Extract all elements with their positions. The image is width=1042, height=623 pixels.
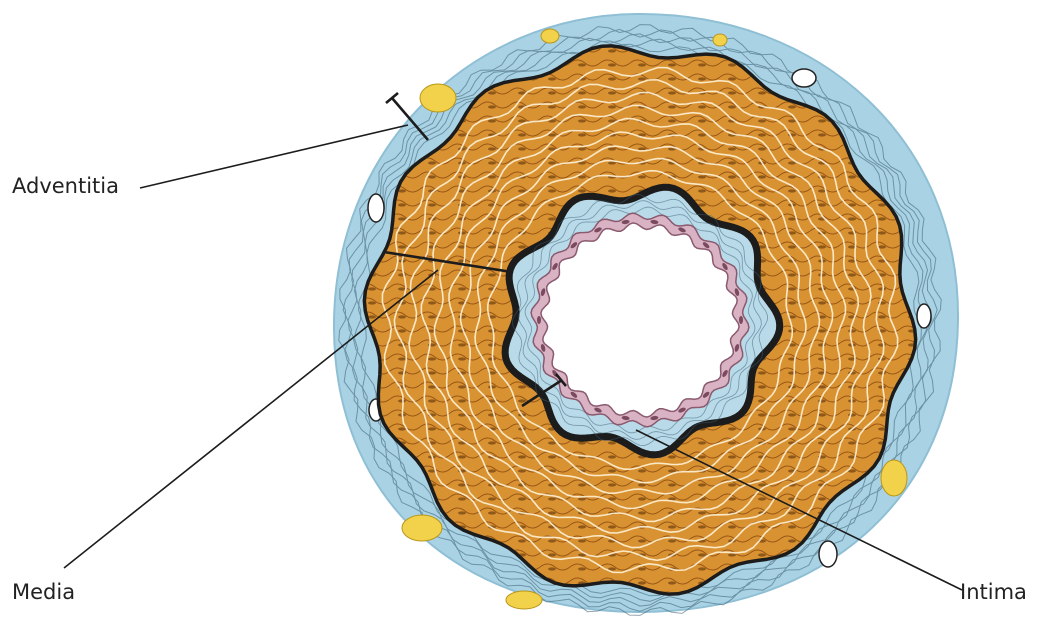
- label-intima: Intima: [960, 582, 1027, 603]
- label-media: Media: [12, 582, 75, 603]
- endothelial-nucleus: [537, 316, 541, 324]
- endothelial-nucleus: [739, 316, 743, 324]
- label-adventitia: Adventitia: [12, 176, 119, 197]
- adventitia-leader-line: [140, 125, 408, 188]
